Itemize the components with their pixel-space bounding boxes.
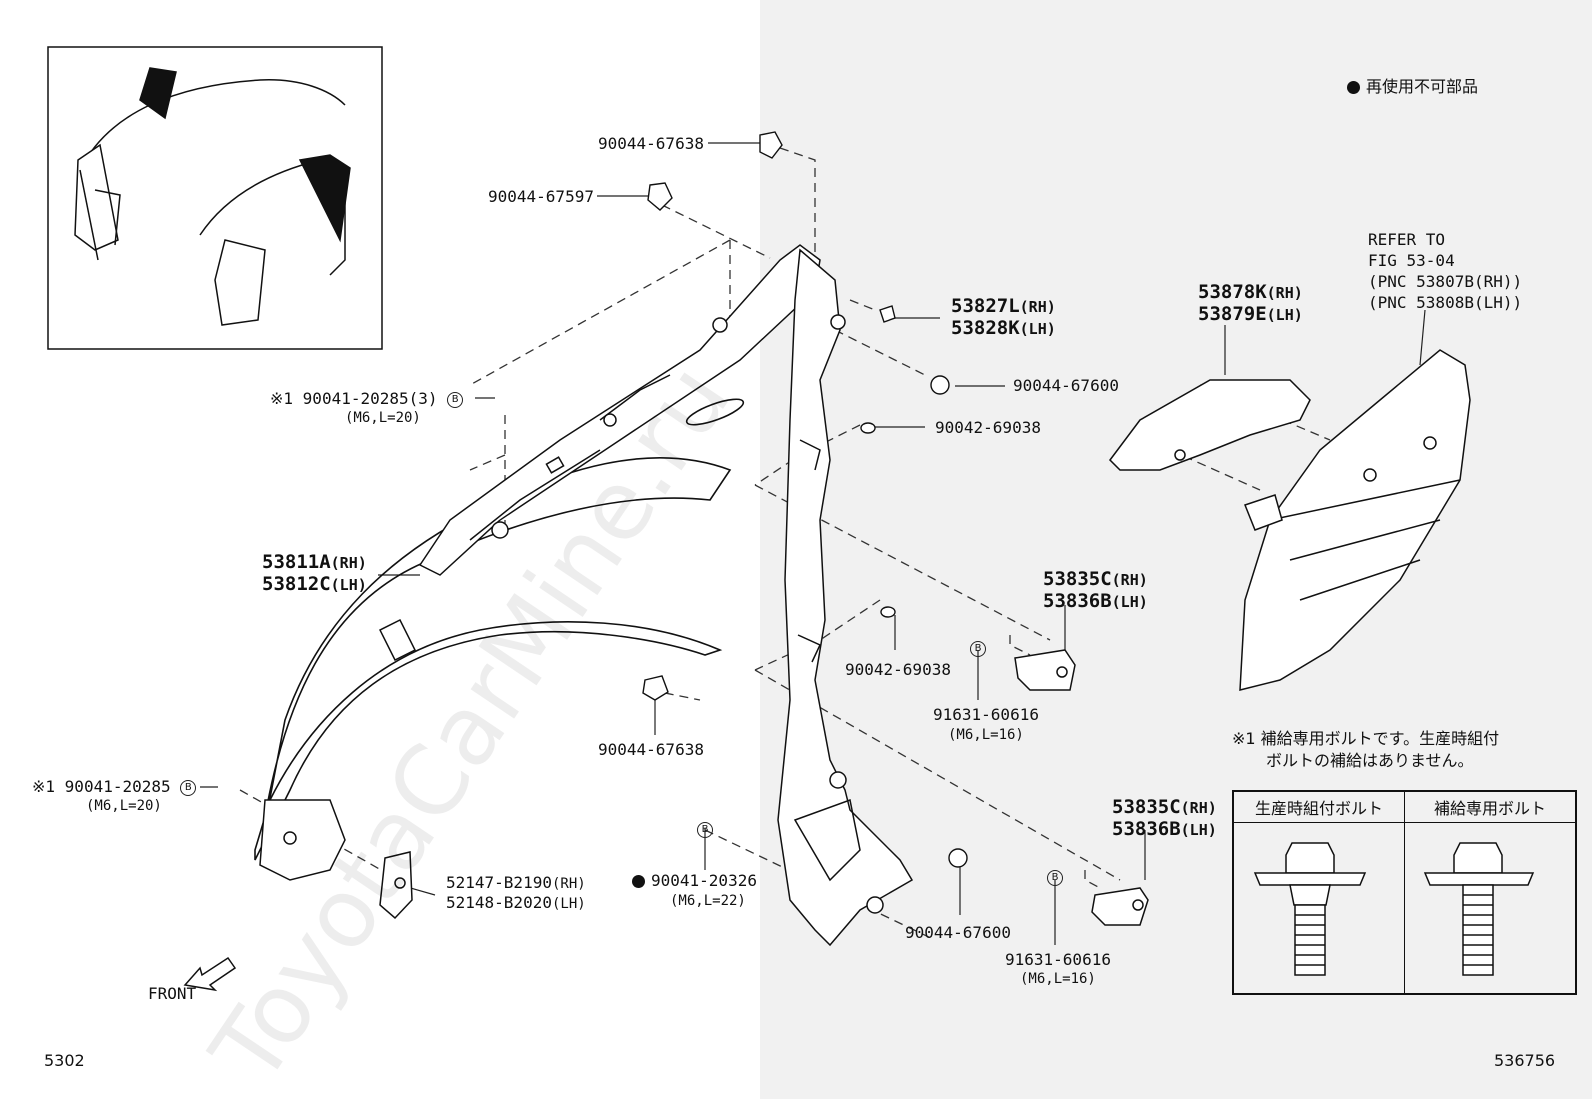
side-rh: (RH): [1111, 571, 1148, 589]
part-53878K: 53878K(RH): [1198, 282, 1303, 304]
part-90041-20285-3: ※1 90041-20285(3) B: [270, 389, 464, 408]
part-90044-67638-b: 90044-67638: [598, 740, 704, 759]
part-53835C-a: 53835C(RH): [1043, 569, 1148, 591]
part-number: 53836B: [1112, 818, 1181, 840]
part-53828K: 53828K(LH): [951, 318, 1056, 340]
col-service-bolt: 補給専用ボルト: [1404, 790, 1577, 823]
refer-line2: FIG 53-04: [1368, 251, 1455, 270]
legend-text: 再使用不可部品: [1366, 77, 1479, 96]
side-lh: (LH): [1266, 306, 1303, 324]
part-90044-67600-a: 90044-67600: [1013, 376, 1119, 395]
part-90041-20285: ※1 90041-20285 B: [32, 777, 197, 796]
ref-b-marker: B: [180, 779, 197, 796]
side-rh: (RH): [330, 554, 367, 572]
part-53812C: 53812C(LH): [262, 574, 367, 596]
refer-line4: (PNC 53808B(LH)): [1368, 293, 1523, 312]
part-91631-60616-b: 91631-60616: [1005, 950, 1111, 969]
part-90041-20326: 90041-20326: [632, 872, 757, 890]
small-brackets: [1014, 649, 1149, 926]
part-90044-67597: 90044-67597: [488, 187, 594, 206]
side-lh: (LH): [551, 896, 586, 912]
spec-m6-l16-b: (M6,L=16): [1020, 971, 1096, 987]
fender-apron: [777, 248, 914, 947]
part-53836B-b: 53836B(LH): [1112, 819, 1217, 841]
side-lh: (LH): [1180, 821, 1217, 839]
spec-m6-l20-a: (M6,L=20): [345, 410, 421, 426]
part-52147-B2190: 52147-B2190(RH): [446, 874, 586, 893]
side-rh: (RH): [1019, 298, 1056, 316]
bolt-comparison-table: 生産時組付ボルト 補給専用ボルト: [1232, 790, 1577, 995]
cell-service-bolt: [1404, 822, 1577, 995]
part-number: 90041-20326: [651, 871, 757, 890]
ref-b-marker: B: [697, 821, 713, 838]
part-number: 53827L: [951, 295, 1020, 317]
footer-page-code: 5302: [44, 1051, 85, 1070]
ref-b-marker-b: B: [697, 820, 713, 838]
ref-b-marker: B: [447, 391, 464, 408]
fender-panel: [254, 398, 745, 861]
part-number: 53828K: [951, 317, 1020, 339]
leader-lines: [200, 142, 1426, 945]
part-90042-69038-b: 90042-69038: [845, 660, 951, 679]
refer-line1: REFER TO: [1368, 230, 1446, 249]
part-53835C-b: 53835C(RH): [1112, 797, 1217, 819]
front-label: FRONT: [148, 984, 197, 1003]
ref-b-marker-c: B: [1047, 868, 1063, 886]
part-number: 53835C: [1043, 568, 1112, 590]
fender-rail: [378, 244, 821, 662]
front-bracket: [259, 799, 413, 920]
cell-production-bolt: [1232, 822, 1405, 995]
front-arrow-icon: [183, 956, 237, 992]
filled-dot-icon: [632, 875, 645, 888]
ref-b-marker-a: B: [970, 639, 986, 657]
filled-dot-icon: [1347, 81, 1360, 94]
clips: [642, 131, 968, 868]
spec-m6-l16-a: (M6,L=16): [948, 727, 1024, 743]
part-53836B-a: 53836B(LH): [1043, 591, 1148, 613]
part-90042-69038-a: 90042-69038: [935, 418, 1041, 437]
part-number: 53836B: [1043, 590, 1112, 612]
part-number: 53835C: [1112, 796, 1181, 818]
overview-car-icon: [74, 67, 351, 326]
part-number: ※1 90041-20285: [32, 777, 171, 796]
side-lh: (LH): [1019, 320, 1056, 338]
side-rh: (RH): [1266, 284, 1303, 302]
part-number: 53812C: [262, 573, 331, 595]
legend-non-reusable: 再使用不可部品: [1347, 78, 1478, 96]
refer-line3: (PNC 53807B(RH)): [1368, 272, 1523, 291]
part-number: 52147-B2190: [446, 873, 552, 892]
part-number: ※1 90041-20285(3): [270, 389, 438, 408]
footer-figure-id: 536756: [1494, 1051, 1556, 1070]
part-90044-67638-top: 90044-67638: [598, 134, 704, 153]
part-number: 53879E: [1198, 303, 1267, 325]
part-number: 52148-B2020: [446, 893, 552, 912]
part-52148-B2020: 52148-B2020(LH): [446, 894, 586, 913]
note-line1: ※1 補給専用ボルトです。生産時組付: [1232, 729, 1500, 748]
part-53827L: 53827L(RH): [951, 296, 1056, 318]
ref-b-marker: B: [970, 640, 986, 657]
spec-m6-l20-b: (M6,L=20): [86, 798, 162, 814]
side-lh: (LH): [1111, 593, 1148, 611]
ref-b-marker: B: [1047, 869, 1063, 886]
part-53811A: 53811A(RH): [262, 552, 367, 574]
part-53879E: 53879E(LH): [1198, 304, 1303, 326]
part-number: 53811A: [262, 551, 331, 573]
side-member-assembly: [1109, 349, 1471, 691]
note-line2: ボルトの補給はありません。: [1266, 751, 1474, 770]
side-lh: (LH): [330, 576, 367, 594]
spec-m6-l22: (M6,L=22): [670, 893, 746, 909]
part-number: 53878K: [1198, 281, 1267, 303]
col-production-bolt: 生産時組付ボルト: [1232, 790, 1405, 823]
part-91631-60616-a: 91631-60616: [933, 705, 1039, 724]
side-rh: (RH): [551, 876, 586, 892]
side-rh: (RH): [1180, 799, 1217, 817]
part-90044-67600-b: 90044-67600: [905, 923, 1011, 942]
